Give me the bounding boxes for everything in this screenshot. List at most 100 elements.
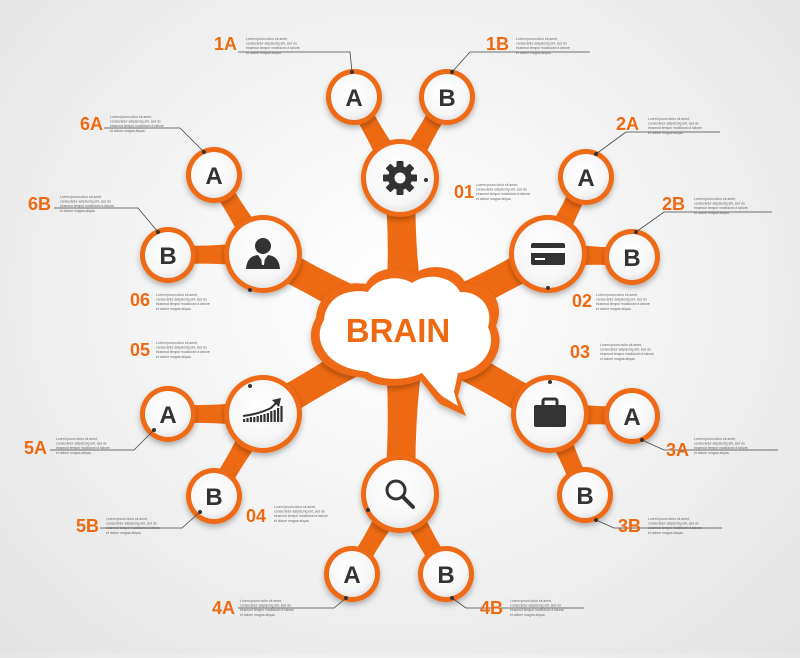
sub-node-5A: A <box>140 386 196 442</box>
branch-label-01: 01 <box>454 182 474 202</box>
main-node-03 <box>511 375 589 453</box>
description-3B: Lorem ipsum dolor sit amet,consectetur a… <box>648 517 702 535</box>
branch-label-02: 02 <box>572 291 592 311</box>
leader-dot <box>424 178 428 182</box>
leader-dot <box>344 596 348 600</box>
description-04: Lorem ipsum dolor sit amet,consectetur a… <box>274 505 328 523</box>
description-02-text: Lorem ipsum dolor sit amet,consectetur a… <box>596 293 650 311</box>
sub-node-4B: B <box>418 546 474 602</box>
sub-node-3B: B <box>557 467 613 523</box>
leader-dot <box>152 428 156 432</box>
description-03-text: Lorem ipsum dolor sit amet,consectetur a… <box>600 343 654 361</box>
branch-label-06: 06 <box>130 290 150 310</box>
sub-node-6A: A <box>186 147 242 203</box>
sub-node-4B-face <box>423 551 469 597</box>
main-node-04 <box>361 455 439 533</box>
description-6A-text: Lorem ipsum dolor sit amet,consectetur a… <box>110 115 164 133</box>
sub-label-6A: 6A <box>80 114 103 134</box>
leader-line <box>238 597 347 609</box>
leader-dot <box>198 510 202 514</box>
sub-node-2B: B <box>604 229 660 285</box>
sub-node-1B-face <box>424 74 470 120</box>
sub-node-letter: A <box>159 402 176 429</box>
sub-node-letter: A <box>577 165 594 192</box>
leader-dot <box>248 288 252 292</box>
description-1A-text: Lorem ipsum dolor sit amet,consectetur a… <box>246 37 300 55</box>
leader-dot <box>156 230 160 234</box>
sub-node-4A-face <box>329 551 375 597</box>
main-node-02 <box>509 215 587 293</box>
description-5A: Lorem ipsum dolor sit amet,consectetur a… <box>56 437 110 455</box>
sub-label-1A: 1A <box>214 34 237 54</box>
sub-label-5B: 5B <box>76 516 99 536</box>
sub-node-letter: A <box>623 404 640 431</box>
leader-dot <box>450 70 454 74</box>
sub-node-letter: A <box>343 562 360 589</box>
leader-dot <box>248 384 252 388</box>
description-06: Lorem ipsum dolor sit amet,consectetur a… <box>156 293 210 311</box>
main-node-01 <box>361 139 439 217</box>
sub-node-5B-face <box>191 473 237 519</box>
sub-node-1A-face <box>331 74 377 120</box>
description-5B: Lorem ipsum dolor sit amet,consectetur a… <box>106 517 160 535</box>
leader-line <box>595 131 720 155</box>
sub-label-5A: 5A <box>24 438 47 458</box>
description-2A: Lorem ipsum dolor sit amet,consectetur a… <box>648 117 702 135</box>
description-6B: Lorem ipsum dolor sit amet,consectetur a… <box>60 195 114 213</box>
sub-node-3A-face <box>609 393 655 439</box>
description-3B-text: Lorem ipsum dolor sit amet,consectetur a… <box>648 517 702 535</box>
leader-dot <box>634 230 638 234</box>
sub-label-1B: 1B <box>486 34 509 54</box>
leader-line <box>54 207 159 233</box>
sub-label-4B: 4B <box>480 598 503 618</box>
description-05-text: Lorem ipsum dolor sit amet,consectetur a… <box>156 341 210 359</box>
description-6B-text: Lorem ipsum dolor sit amet,consectetur a… <box>60 195 114 213</box>
labels: 1A Lorem ipsum dolor sit amet,consectetur… <box>24 34 778 618</box>
sub-node-letter: B <box>205 484 222 511</box>
leader-line <box>238 51 353 73</box>
description-1B-text: Lorem ipsum dolor sit amet,consectetur a… <box>516 37 570 55</box>
leader-dot <box>594 518 598 522</box>
sub-node-6B: B <box>140 227 196 283</box>
credit-card-icon <box>531 243 565 265</box>
description-1B: Lorem ipsum dolor sit amet,consectetur a… <box>516 37 570 55</box>
sub-label-6B: 6B <box>28 194 51 214</box>
sub-node-2A: A <box>558 149 614 205</box>
description-5B-text: Lorem ipsum dolor sit amet,consectetur a… <box>106 517 160 535</box>
leader-dot <box>548 380 552 384</box>
description-3A-text: Lorem ipsum dolor sit amet,consectetur a… <box>694 437 748 455</box>
brain-bubble-inner <box>319 276 492 406</box>
leader-dot <box>546 286 550 290</box>
sub-node-4A: A <box>324 546 380 602</box>
sub-node-2B-face <box>609 234 655 280</box>
leader-line <box>451 597 584 609</box>
description-4A: Lorem ipsum dolor sit amet,consectetur a… <box>240 599 294 617</box>
leader-dot <box>640 438 644 442</box>
description-2B: Lorem ipsum dolor sit amet,consectetur a… <box>694 197 748 215</box>
leader-dot <box>350 70 354 74</box>
sub-label-3A: 3A <box>666 440 689 460</box>
sub-node-letter: B <box>438 85 455 112</box>
magnifier-icon <box>385 479 415 509</box>
leader-dot <box>450 596 454 600</box>
sub-label-2A: 2A <box>616 114 639 134</box>
description-03: Lorem ipsum dolor sit amet,consectetur a… <box>600 343 654 361</box>
leader-line <box>595 519 722 529</box>
description-6A: Lorem ipsum dolor sit amet,consectetur a… <box>110 115 164 133</box>
main-node-04-face <box>366 460 434 528</box>
description-04-text: Lorem ipsum dolor sit amet,consectetur a… <box>274 505 328 523</box>
sub-node-1B: B <box>419 69 475 125</box>
description-3A: Lorem ipsum dolor sit amet,consectetur a… <box>694 437 748 455</box>
center-brain: BRAIN <box>310 267 500 416</box>
description-2A-text: Lorem ipsum dolor sit amet,consectetur a… <box>648 117 702 135</box>
sub-node-3B-face <box>562 472 608 518</box>
leader-line <box>641 439 778 451</box>
sub-label-4A: 4A <box>212 598 235 618</box>
sub-node-1A: A <box>326 69 382 125</box>
leader-dot <box>202 150 206 154</box>
branch-label-04: 04 <box>246 506 266 526</box>
main-node-05-face <box>229 380 297 448</box>
description-01-text: Lorem ipsum dolor sit amet,consectetur a… <box>476 183 530 201</box>
